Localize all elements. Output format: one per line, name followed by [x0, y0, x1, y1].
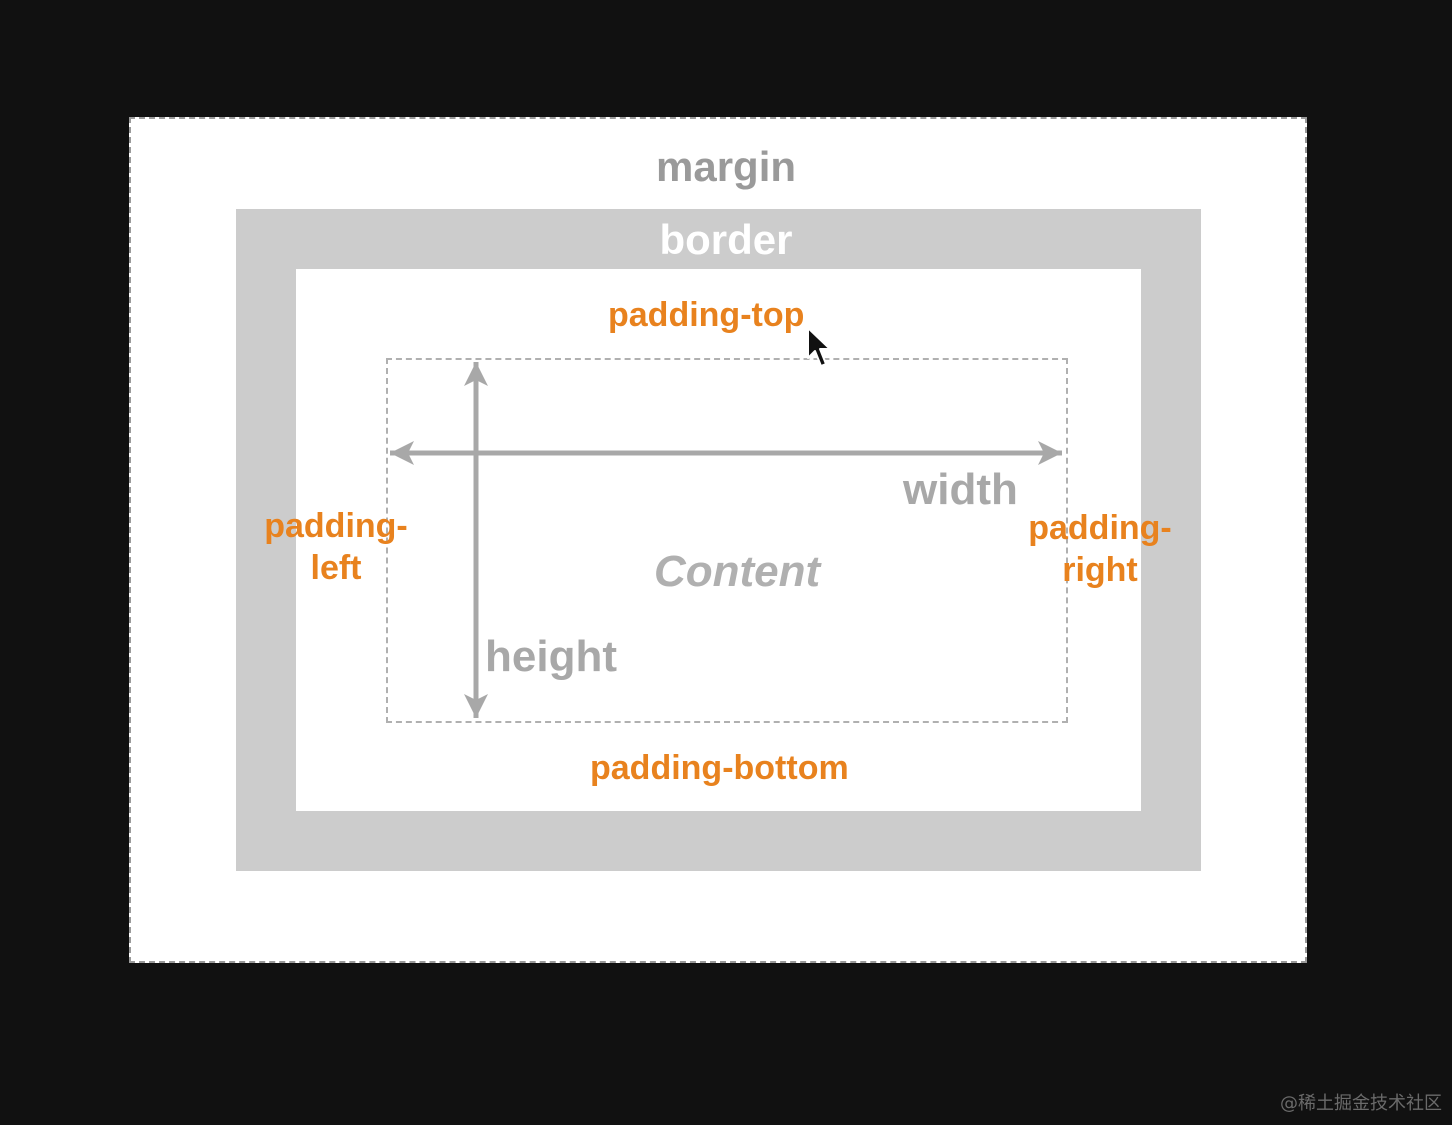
width-label: width	[903, 465, 1018, 514]
padding-left-line2: left	[310, 549, 362, 587]
padding-right-label: padding- right	[1022, 507, 1178, 591]
border-label: border	[659, 216, 793, 263]
padding-bottom-label: padding-bottom	[590, 749, 849, 787]
margin-label: margin	[655, 143, 797, 190]
content-area	[386, 358, 1068, 723]
padding-top-label: padding-top	[608, 296, 805, 334]
width-arrow	[390, 441, 1062, 465]
content-label: Content	[654, 547, 821, 596]
mouse-pointer-icon	[807, 327, 831, 367]
watermark: @稀土掘金技术社区	[1280, 1093, 1442, 1114]
padding-left-line1: padding-	[264, 507, 408, 545]
padding-right-line2: right	[1062, 551, 1138, 589]
height-label: height	[485, 632, 617, 681]
padding-left-label: padding- left	[258, 505, 414, 589]
height-arrow	[464, 362, 488, 718]
padding-right-line1: padding-	[1028, 509, 1172, 547]
